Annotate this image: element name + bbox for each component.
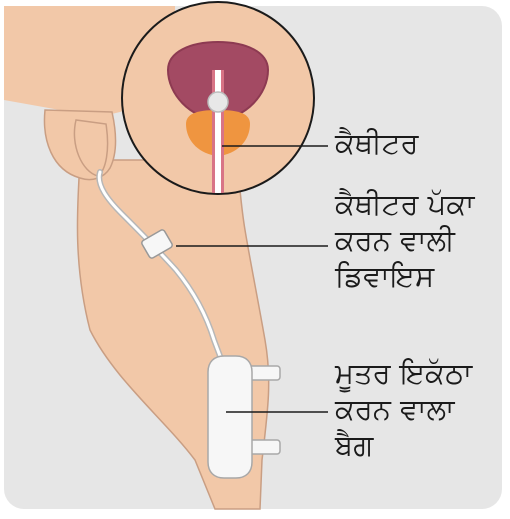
collection-bag: [208, 356, 252, 478]
label-securing-device-line-2: ਕਰਨ ਵਾਲੀ: [335, 222, 474, 258]
catheter-balloon: [208, 92, 228, 112]
label-collection-bag: ਮੂਤਰ ਇਕੱਠਾ ਕਰਨ ਵਾਲਾ ਬੈਗ: [335, 355, 472, 463]
label-securing-device: ਕੈਥੀਟਰ ਪੱਕਾ ਕਰਨ ਵਾਲੀ ਡਿਵਾਇਸ: [335, 186, 474, 294]
label-securing-device-line-1: ਕੈਥੀਟਰ ਪੱਕਾ: [335, 186, 474, 222]
label-catheter-text: ਕੈਥੀਟਰ: [335, 125, 418, 161]
label-collection-bag-line-1: ਮੂਤਰ ਇਕੱਠਾ: [335, 355, 472, 391]
catheter-in-urethra: [215, 70, 221, 210]
label-catheter: ਕੈਥੀਟਰ: [335, 125, 418, 161]
label-collection-bag-line-3: ਬੈਗ: [335, 427, 472, 463]
label-securing-device-line-3: ਡਿਵਾਇਸ: [335, 258, 474, 294]
label-collection-bag-line-2: ਕਰਨ ਵਾਲਾ: [335, 391, 472, 427]
